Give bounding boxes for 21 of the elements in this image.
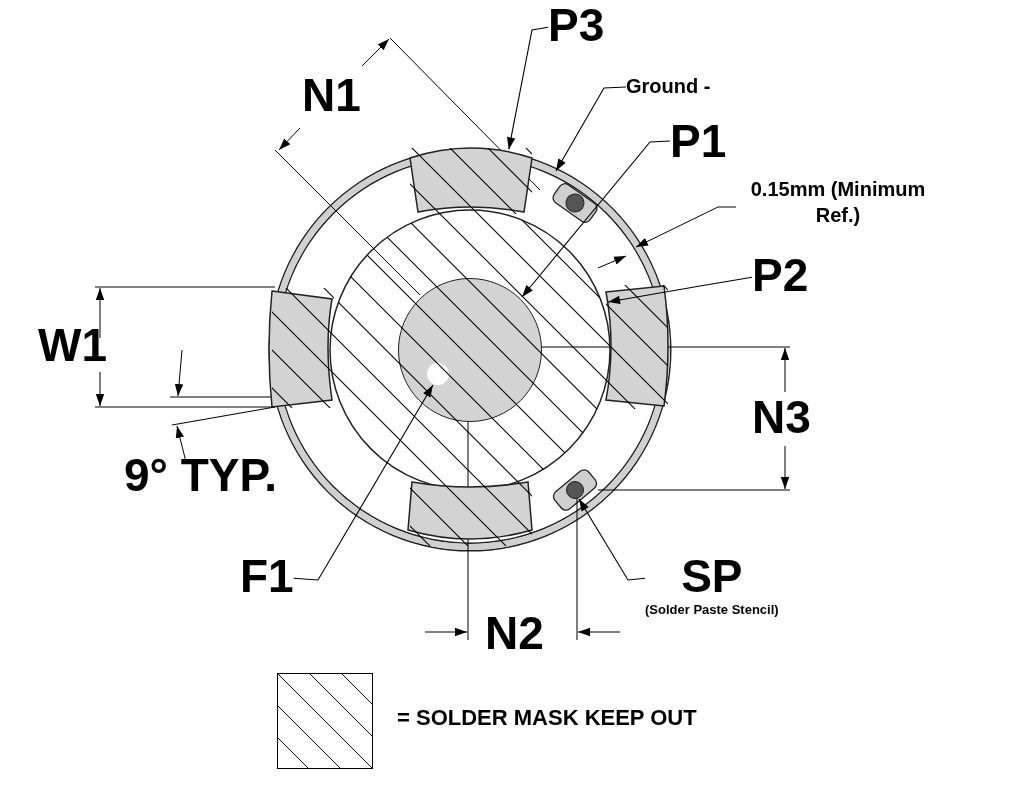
callout-label: Ground -: [626, 76, 711, 96]
leader-line: [607, 276, 753, 305]
dimension-label: N3: [752, 394, 811, 440]
leader-line: [578, 498, 646, 581]
dimension-label: 9° TYP.: [124, 452, 278, 498]
leader-line: [506, 26, 549, 150]
leader-line: [521, 140, 671, 298]
circle: [427, 363, 449, 385]
callout-note: (Solder Paste Stencil): [645, 603, 779, 616]
leader-line: [293, 384, 434, 581]
callout-label: P3: [548, 2, 605, 48]
dimension-label: N2: [485, 610, 544, 656]
callout-label: P1: [670, 118, 727, 164]
dimension-label: W1: [38, 322, 107, 368]
leader-line: [555, 86, 627, 172]
legend-text: = SOLDER MASK KEEP OUT: [397, 707, 697, 729]
callout-label: P2: [752, 252, 809, 298]
callout-label: SP: [680, 553, 744, 599]
dimension-label: 0.15mm (Minimum Ref.): [749, 177, 927, 228]
callout-label: F1: [240, 553, 294, 599]
dimension-label: N1: [302, 72, 361, 118]
